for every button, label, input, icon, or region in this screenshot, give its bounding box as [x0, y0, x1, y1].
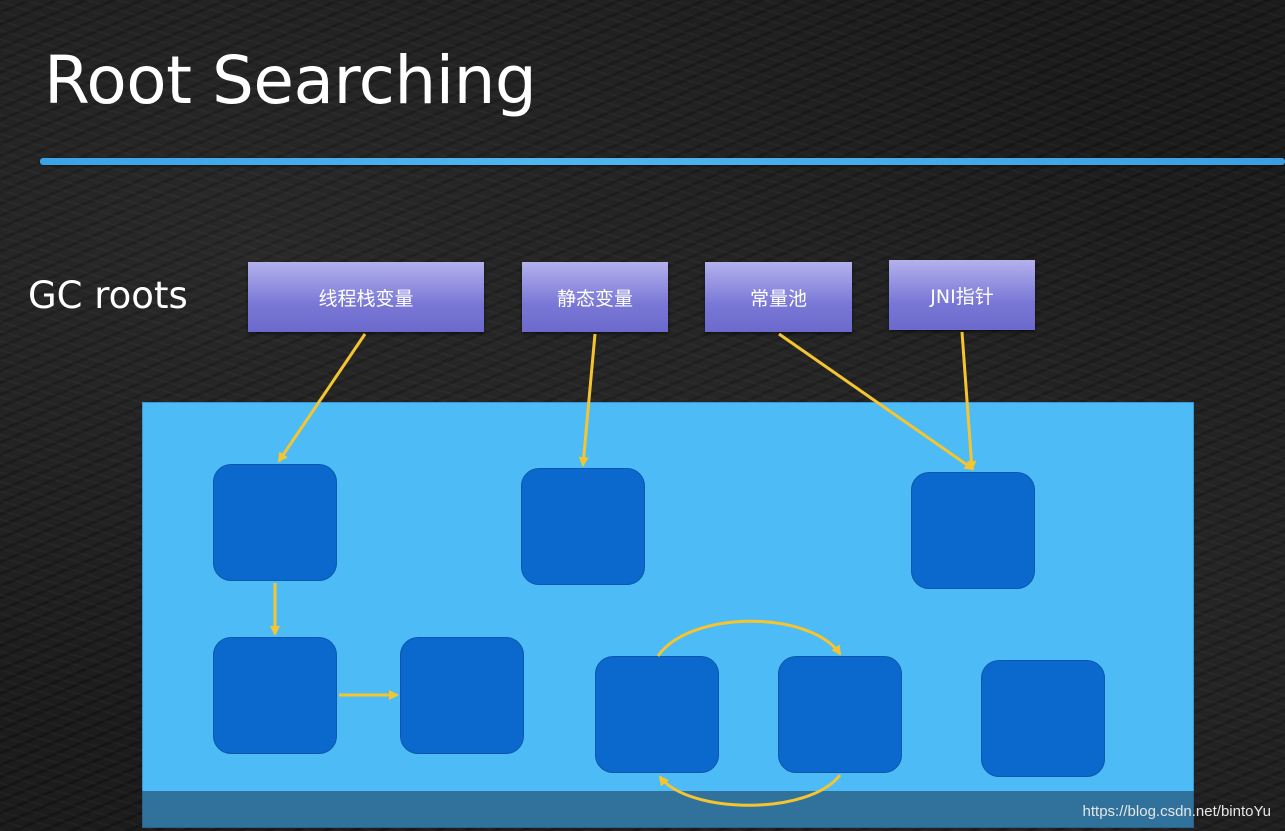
heap-object-node [213, 637, 337, 754]
arrow-jni-to-object [960, 331, 977, 471]
gc-root-label: 线程栈变量 [318, 287, 414, 310]
gc-root-label: 常量池 [749, 287, 807, 310]
gc-root-label: 静态变量 [556, 287, 633, 310]
heap-object-node [911, 472, 1035, 589]
arrow-cycle-top [656, 619, 842, 657]
arrow-constant-pool-to-object [778, 332, 975, 471]
gc-roots-label: GC roots [28, 274, 188, 317]
gc-root-jni-pointer: JNI指针 [889, 260, 1035, 330]
heap-object-node [778, 656, 902, 773]
heap-object-node [213, 464, 337, 581]
gc-root-thread-stack-variables: 线程栈变量 [248, 262, 484, 332]
slide-title: Root Searching [44, 42, 537, 119]
heap-object-node [521, 468, 645, 585]
heap-object-node [595, 656, 719, 773]
heap-object-node [400, 637, 524, 754]
arrow-cycle-bottom [658, 774, 842, 807]
arrow-static-to-object [578, 333, 597, 467]
arrow-thread-stack-to-object [277, 333, 367, 463]
gc-root-constant-pool: 常量池 [705, 262, 852, 332]
heap-object-node [981, 660, 1105, 777]
watermark-url: https://blog.csdn.net/bintoYu [1082, 803, 1271, 820]
gc-root-label: JNI指针 [930, 285, 994, 308]
gc-root-static-variables: 静态变量 [522, 262, 668, 332]
title-underline [40, 158, 1285, 165]
heap-bottom-band [142, 791, 1194, 828]
